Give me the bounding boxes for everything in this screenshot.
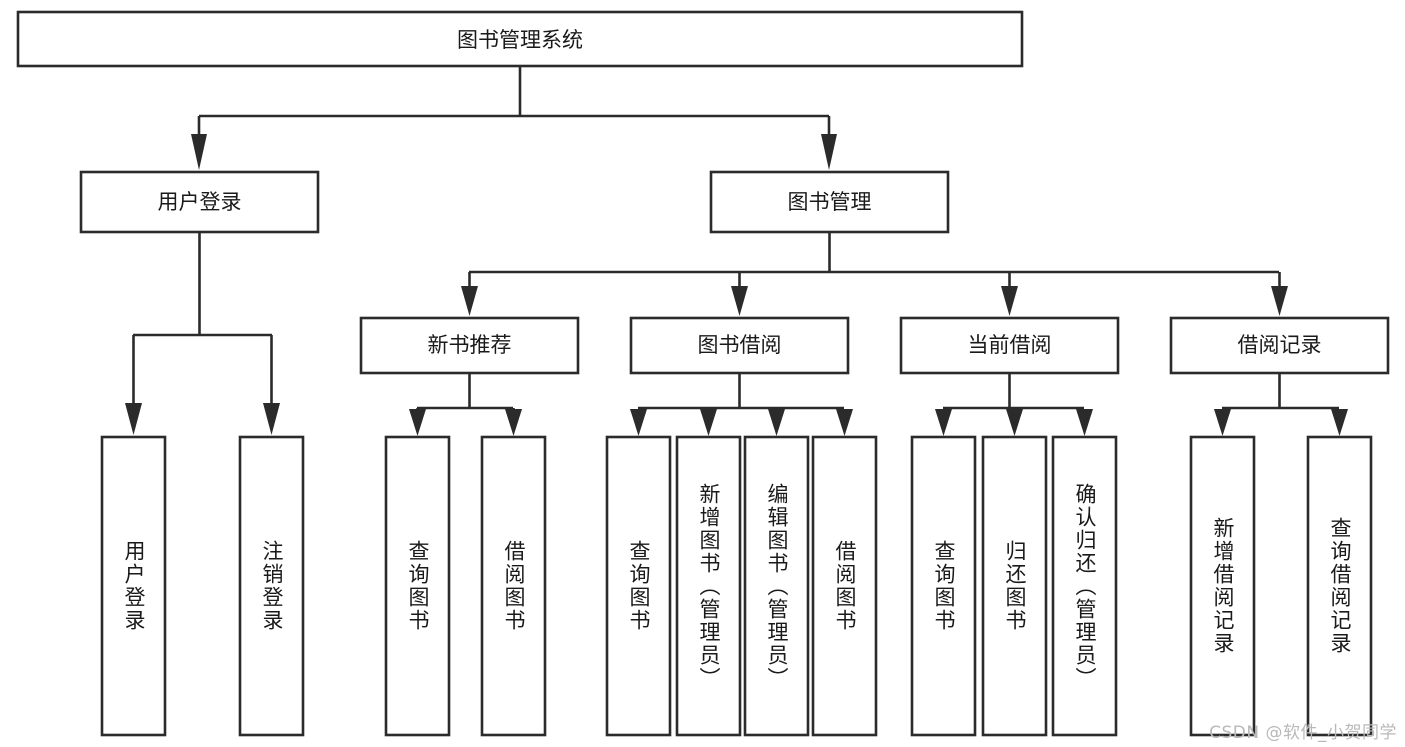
node-current-borrow-box[interactable] bbox=[899, 316, 1120, 375]
arrowhead-leaf-edit-book-admin bbox=[768, 409, 785, 436]
node-root-label: 图书管理系统 bbox=[457, 28, 583, 52]
node-leaf-add-record-box[interactable] bbox=[1189, 435, 1256, 737]
node-leaf-borrow-book-rec-box[interactable] bbox=[480, 435, 547, 737]
arrowhead-leaf-borrow-book bbox=[836, 409, 853, 436]
node-book-borrow-label: 图书借阅 bbox=[698, 333, 782, 357]
node-borrow-record-label: 借阅记录 bbox=[1238, 333, 1322, 357]
arrowhead-leaf-confirm-return-admin bbox=[1076, 409, 1093, 436]
node-root-box[interactable] bbox=[16, 10, 1024, 68]
node-book-borrow-box[interactable] bbox=[629, 316, 850, 375]
node-leaf-borrow-book-box[interactable] bbox=[811, 435, 878, 737]
arrowhead-leaf-query-record bbox=[1331, 409, 1348, 436]
arrowhead-borrow-record bbox=[1271, 286, 1288, 316]
node-leaf-return-book-box[interactable] bbox=[981, 435, 1048, 737]
node-book-manage-box[interactable] bbox=[709, 170, 950, 234]
arrowhead-leaf-query-book bbox=[630, 409, 647, 436]
arrowhead-leaf-add-book-admin bbox=[700, 409, 717, 436]
arrowhead-leaf-logout bbox=[263, 403, 280, 435]
arrowhead-leaf-return-book bbox=[1006, 409, 1023, 436]
arrowhead-leaf-query-book-cur bbox=[935, 409, 952, 436]
node-leaf-user-login-box[interactable] bbox=[100, 435, 167, 737]
node-leaf-edit-book-admin-box[interactable] bbox=[743, 435, 810, 737]
node-new-book-recommend-label: 新书推荐 bbox=[428, 333, 512, 357]
node-leaf-query-record-box[interactable] bbox=[1306, 435, 1373, 737]
arrowhead-user-login bbox=[191, 134, 207, 170]
arrowhead-new-book-recommend bbox=[461, 286, 478, 316]
nodes-layer: 图书管理系统 用户登录 图书管理 新书推荐 图书借阅 当前借阅 借阅记录 bbox=[16, 10, 1390, 737]
watermark-text: CSDN @软件_小贺同学 bbox=[1209, 723, 1397, 743]
arrowhead-leaf-borrow-book-rec bbox=[505, 409, 522, 436]
arrowhead-book-borrow bbox=[731, 286, 748, 316]
node-leaf-query-book-rec-box[interactable] bbox=[384, 435, 451, 737]
arrowhead-book-manage bbox=[821, 134, 837, 170]
node-user-login-label: 用户登录 bbox=[158, 190, 242, 214]
node-leaf-query-book-box[interactable] bbox=[605, 435, 672, 737]
node-leaf-confirm-return-admin-box[interactable] bbox=[1051, 435, 1118, 737]
arrowhead-leaf-user-login bbox=[125, 403, 142, 435]
arrowhead-leaf-query-book-rec bbox=[409, 409, 426, 436]
arrowhead-current-borrow bbox=[1001, 286, 1018, 316]
node-current-borrow-label: 当前借阅 bbox=[968, 333, 1052, 357]
node-leaf-logout-box[interactable] bbox=[238, 435, 305, 737]
node-book-manage-label: 图书管理 bbox=[788, 190, 872, 214]
arrowhead-leaf-add-record bbox=[1214, 409, 1231, 436]
node-leaf-query-book-cur-box[interactable] bbox=[910, 435, 977, 737]
node-leaf-add-book-admin-box[interactable] bbox=[675, 435, 742, 737]
connectors-layer bbox=[125, 66, 1348, 436]
node-new-book-recommend-box[interactable] bbox=[359, 316, 580, 375]
node-user-login-box[interactable] bbox=[79, 170, 320, 234]
node-borrow-record-box[interactable] bbox=[1169, 316, 1390, 375]
